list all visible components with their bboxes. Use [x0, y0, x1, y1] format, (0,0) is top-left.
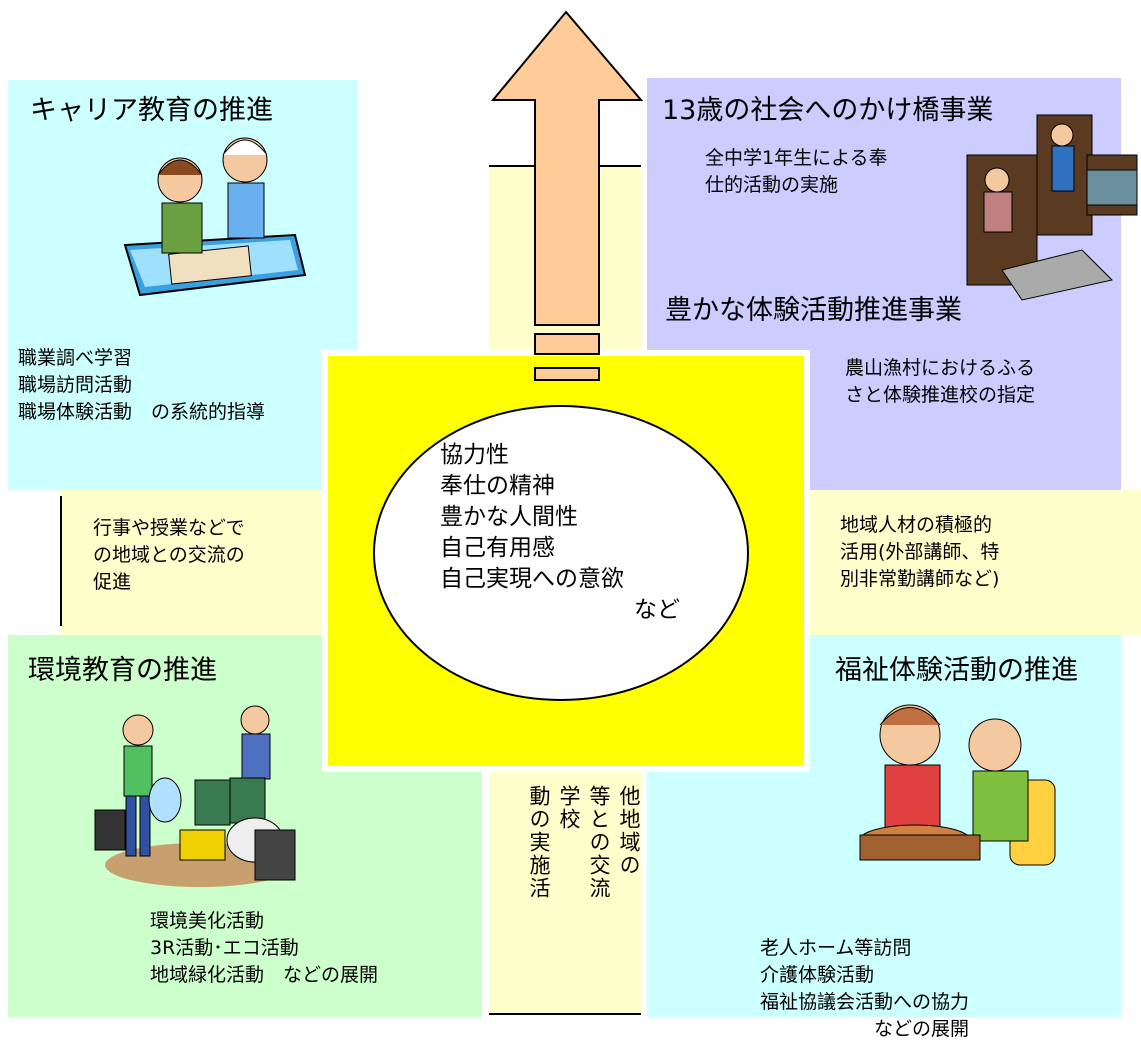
connector-top	[489, 165, 641, 355]
connector-top-line	[489, 165, 641, 167]
connector-left-line	[60, 496, 62, 626]
center-line-2: 奉仕の精神	[440, 473, 555, 499]
connector-left	[60, 490, 328, 635]
center-line-5: 自己実現への意欲	[440, 566, 624, 592]
career-title: キャリア教育の推進	[30, 95, 273, 126]
volunteer-cleanup-illustration	[94, 705, 296, 887]
center-line-3: 豊かな人間性	[440, 504, 578, 530]
connector-bottom-line	[489, 1013, 641, 1015]
elderly-meal-illustration	[859, 704, 1056, 866]
connector-bottom-text: 他地域の 等との交流 学校 動の実施活	[527, 785, 641, 900]
connector-right	[808, 490, 1141, 635]
paper-making-illustration	[123, 137, 307, 297]
experience-title: 豊かな体験活動推進事業	[665, 295, 962, 326]
rescue-activity-illustration	[966, 114, 1138, 301]
environment-body: 環境美化活動 3R活動･エコ活動 地域緑化活動 などの展開	[150, 910, 379, 986]
environment-title: 環境教育の推進	[28, 655, 217, 686]
connector-left-text: 行事や授業などで の地域との交流の 促進	[93, 517, 245, 593]
center-line-4: 自己有用感	[440, 535, 555, 561]
bridge-title: 13歳の社会へのかけ橋事業	[662, 95, 994, 126]
center-suffix: など	[634, 597, 680, 623]
connector-right-text: 地域人材の積極的 活用(外部講師、特 別非常勤講師など)	[840, 514, 1000, 590]
center-line-1: 協力性	[440, 442, 509, 468]
center-square-border	[326, 354, 806, 768]
connector-bottom	[489, 770, 641, 1015]
welfare-body: 老人ホーム等訪問 介護体験活動 福祉協議会活動への協力 などの展開	[760, 937, 970, 1040]
center-oval	[373, 405, 749, 701]
bridge-body: 全中学1年生による奉 仕的活動の実施	[705, 147, 888, 196]
welfare-title: 福祉体験活動の推進	[835, 655, 1078, 686]
experience-body: 農山漁村におけるふる さと体験推進校の指定	[845, 357, 1036, 406]
career-body: 職業調べ学習 職場訪問活動 職場体験活動 の系統的指導	[18, 347, 266, 423]
center-text: 協力性 奉仕の精神 豊かな人間性 自己有用感 自己実現への意欲 など	[440, 440, 680, 626]
